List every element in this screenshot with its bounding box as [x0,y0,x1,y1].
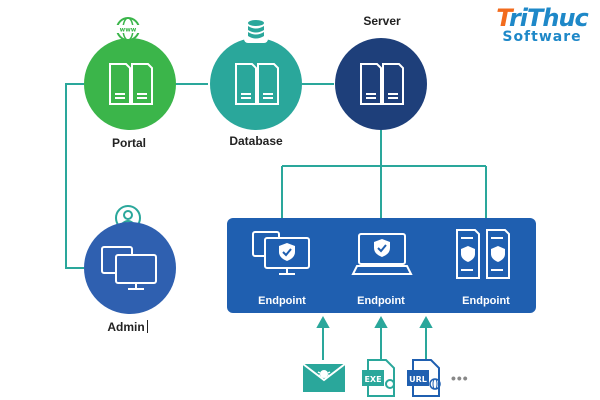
more-icon: ••• [451,370,469,386]
portal-label: Portal [111,136,146,150]
globe-icon: www [116,17,140,41]
logo-line2: Software [502,29,582,45]
server-icon [360,63,404,105]
server-icon [109,63,153,105]
url-label: URL [409,375,427,384]
database-icon [244,17,268,43]
endpoint-label-3: Endpoint [462,295,510,307]
globe-badge-text: www [120,27,137,34]
portal-node [84,38,176,130]
exe-label: EXE [364,375,381,384]
logo-line1: TriThuc [496,4,589,32]
computer-shield-icon [252,231,310,275]
laptop-shield-icon [351,233,413,275]
endpoint-label-2: Endpoint [357,295,405,307]
computer-icon [101,246,157,290]
brand-logo: TriThuc Software [488,6,596,44]
email-bug-icon [302,363,346,392]
endpoint-panel: Endpoint Endpoint Endpoint [227,218,536,313]
url-file-icon: URL [407,359,441,397]
exe-file-icon: EXE [362,359,395,397]
server-node [335,38,427,130]
admin-node [84,222,176,314]
endpoint-label-1: Endpoint [258,295,306,307]
admin-label: Admin [107,320,145,334]
database-node [210,38,302,130]
server-icon [235,63,279,105]
text-cursor [147,320,148,333]
server-label: Server [363,14,401,28]
database-label: Database [229,134,283,148]
server-shield-icon [456,229,510,279]
